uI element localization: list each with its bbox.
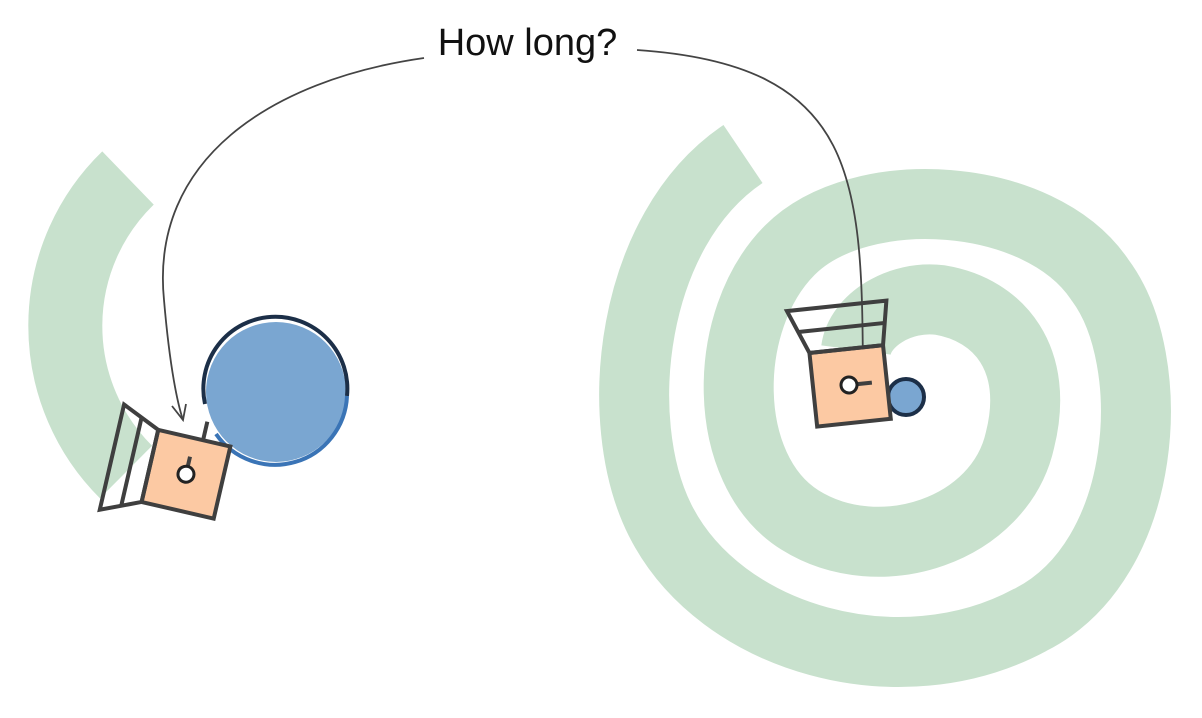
left-robot [97, 401, 233, 521]
left-paper-trail [28, 151, 155, 499]
left-robot-scoop [97, 401, 161, 513]
right-paper-trail-spiral [599, 124, 1171, 687]
right-robot-pivot [839, 375, 859, 395]
arrow-to-left-robot [162, 57, 425, 421]
right-robot [783, 298, 893, 429]
left-robot-pivot [176, 464, 196, 484]
left-paper-roll [201, 314, 350, 467]
right-robot-scoop [783, 298, 889, 356]
arrow-head-left [171, 403, 187, 423]
right-paper-roll [886, 377, 926, 417]
left-robot-antenna [201, 421, 210, 441]
question-label: How long? [437, 22, 618, 64]
